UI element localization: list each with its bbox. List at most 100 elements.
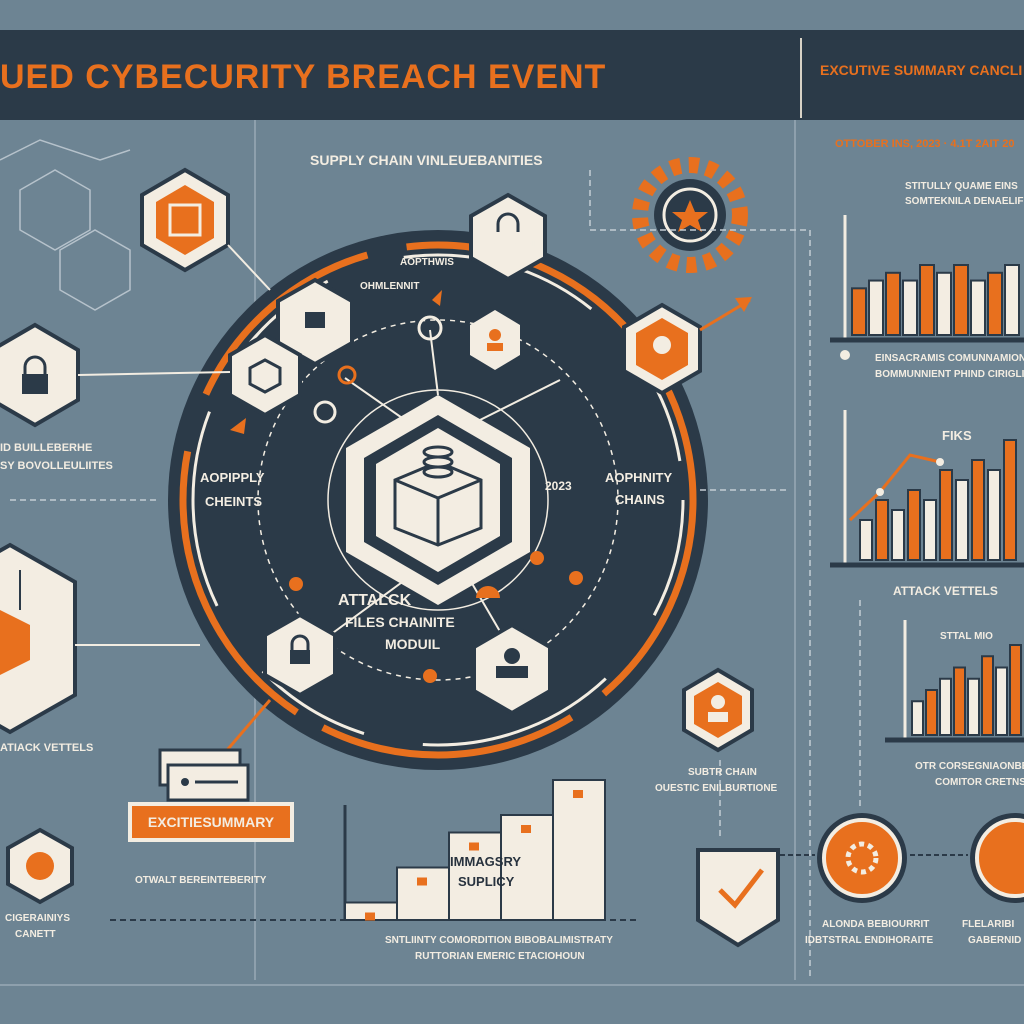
bottom-chart-label-1: IMMAGSRY bbox=[450, 854, 522, 869]
hex-node-small-center bbox=[470, 310, 520, 370]
far-caption-1: FLELARIBI bbox=[962, 919, 1015, 930]
right-chart-1 bbox=[830, 215, 1024, 360]
fiks-label: FIKS bbox=[942, 428, 972, 443]
bottom-bar-4 bbox=[552, 779, 606, 921]
date-line: OTTOBER INS, 2023 · 4.1T 2AIT 20 bbox=[835, 138, 1015, 150]
hex-node-orange-topleft bbox=[140, 167, 230, 273]
cog-circle-icon-far bbox=[970, 813, 1024, 903]
executive-summary-title: EXCUTIVE SUMMARY CANCLI bbox=[820, 62, 1023, 78]
spokes bbox=[329, 329, 561, 641]
chart3-bar-3 bbox=[953, 666, 966, 736]
cog-circle-icon bbox=[817, 813, 907, 903]
bottom-bar-marker-4 bbox=[573, 790, 583, 798]
shield-check-icon bbox=[696, 848, 780, 948]
far-caption-2: GABERNID bbox=[968, 935, 1022, 946]
hex-node-box-left bbox=[0, 542, 77, 735]
connector-topleft bbox=[227, 244, 271, 291]
bottom-bar-marker-3 bbox=[521, 825, 531, 833]
executive-summary-panel bbox=[800, 38, 1024, 118]
chart2-bar-9 bbox=[1003, 439, 1017, 561]
chart3-bar-5 bbox=[981, 655, 994, 736]
chart1-bar-0 bbox=[851, 287, 867, 337]
right-node-caption-1: SUBTR CHAIN bbox=[688, 767, 757, 778]
inner-dashed-ring bbox=[257, 319, 619, 681]
dashed-guides bbox=[10, 170, 861, 980]
node-circle-left bbox=[313, 400, 337, 424]
supply-chain-title: SUPPLY CHAIN VINLEUEBANITIES bbox=[310, 152, 543, 168]
circle-caption-1: ALONDA BEBIOURRIT bbox=[822, 919, 930, 930]
right-arrow-head bbox=[735, 297, 752, 312]
chart2-bar-0 bbox=[859, 519, 873, 561]
left-label-1: ID BUILLEBERHE bbox=[0, 442, 93, 454]
chart3-caption-1: OTR CORSEGNIAONBERRINT bbox=[915, 761, 1024, 772]
node-circle-orange bbox=[337, 365, 357, 385]
chart2-bar-5 bbox=[939, 469, 953, 561]
chart2-bar-2 bbox=[891, 509, 905, 561]
chart1-caption-1: EINSACRAMIS COMUNNAMIONE bbox=[875, 353, 1024, 364]
chart2-bar-8 bbox=[987, 469, 1001, 561]
hex-node-bottom bbox=[472, 622, 552, 716]
orange-markers bbox=[230, 290, 583, 683]
right-node-caption-2: OUESTIC ENILBURTIONE bbox=[655, 783, 778, 794]
left-label-2: SY BOVOLLEULIITES bbox=[0, 460, 113, 472]
chart1-bar-6 bbox=[953, 264, 969, 336]
connector-lock bbox=[77, 371, 231, 376]
chart1-bar-9 bbox=[1004, 264, 1020, 336]
right-inner-label-2: CHAINS bbox=[615, 492, 665, 507]
attack-line-2: FILES CHAINITE bbox=[345, 614, 455, 630]
bottom-bar-1 bbox=[396, 866, 450, 921]
chart3-caption-2: COMITOR CRETNS bbox=[935, 777, 1024, 788]
right-chart-3 bbox=[885, 620, 1024, 743]
bottom-left-label-2: CANETT bbox=[15, 929, 56, 940]
chart2-bar-6 bbox=[955, 479, 969, 561]
attack-line-1: ATTALCK bbox=[338, 592, 412, 609]
hex-node-right bbox=[622, 302, 702, 396]
summary-sub: OTWALT BEREINTEBERITY bbox=[135, 875, 267, 886]
gear-icon bbox=[632, 157, 748, 273]
hex-node-left bbox=[228, 332, 302, 418]
hex-node-top bbox=[469, 192, 547, 282]
hex-node-bottom-left-orange bbox=[6, 827, 74, 905]
bottom-caption-1: SNTLIINTY COMORDITION BIBOBALIMISTRATY bbox=[385, 935, 613, 946]
chart2-bar-3 bbox=[907, 489, 921, 561]
right-inner-label-1: AOPHNITY bbox=[605, 470, 673, 485]
year-label: 2023 bbox=[545, 479, 572, 493]
cream-ring bbox=[191, 253, 685, 747]
chart1-bar-3 bbox=[902, 279, 918, 336]
chart3-bar-0 bbox=[911, 700, 924, 736]
network-decoration bbox=[0, 139, 131, 311]
attack-vettels-label: ATTACK VETTELS bbox=[893, 584, 998, 598]
bottom-chart-label-2: SUPLICY bbox=[458, 874, 515, 889]
chart1-bar-8 bbox=[987, 271, 1003, 336]
page-title: UED CYBECURITY BREACH EVENT bbox=[0, 58, 607, 96]
attack-line-3: MODUIL bbox=[385, 636, 441, 652]
hex-top-text: MATTEONIT DII bbox=[485, 241, 537, 248]
chart2-bar-1 bbox=[875, 499, 889, 561]
bottom-left-label-1: CIGERAINIYS bbox=[5, 913, 71, 924]
bottom-bar-marker-2 bbox=[469, 842, 479, 851]
hex-node-bottom-left bbox=[263, 612, 337, 698]
executive-summary-badge[interactable]: EXCITIESUMMARY bbox=[128, 802, 294, 842]
chart1-bar-4 bbox=[919, 264, 935, 336]
chart1-bar-5 bbox=[936, 271, 952, 336]
legend-item-1: STITULLY QUAME EINS bbox=[905, 181, 1018, 192]
center-sub-label: OHMLENNIT bbox=[360, 281, 420, 292]
chart3-bar-4 bbox=[967, 677, 980, 736]
chart3-bar-6 bbox=[995, 666, 1008, 736]
chart1-bar-7 bbox=[970, 279, 986, 336]
right-chart-2 bbox=[830, 410, 1024, 568]
node-circle-top bbox=[417, 315, 443, 341]
hex-node-user-right bbox=[682, 667, 754, 753]
chart2-bar-4 bbox=[923, 499, 937, 561]
bottom-step-chart bbox=[110, 779, 640, 921]
chart3-bar-1 bbox=[925, 689, 938, 736]
chart2-bar-7 bbox=[971, 459, 985, 561]
left-inner-label-2: CHEINTS bbox=[205, 494, 263, 509]
circle-caption-2: IDBTSTRAL ENDIHORAITE bbox=[805, 935, 934, 946]
chart3-bar-7 bbox=[1009, 644, 1022, 736]
hex-node-lock-left bbox=[0, 322, 80, 428]
chart3-bar-2 bbox=[939, 677, 952, 736]
bottom-bar-marker-1 bbox=[417, 877, 427, 886]
left-vettels: ATIACK VETTELS bbox=[0, 742, 94, 754]
